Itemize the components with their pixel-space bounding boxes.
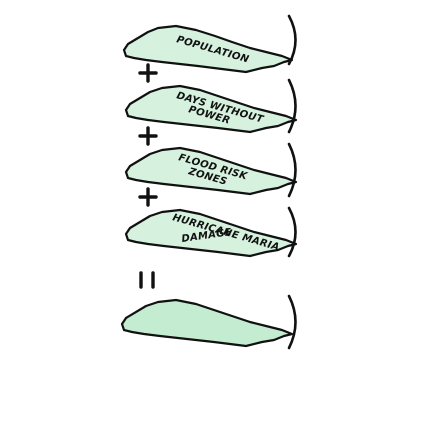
island-shape-result: [120, 298, 294, 348]
island-shape-hurricane-maria-damage: [124, 208, 298, 258]
layer-flood-risk-zones: FLOOD RISK ZONES: [124, 146, 298, 196]
parentheses-group: [287, 14, 297, 350]
parenthesis-1: [287, 14, 297, 66]
equals-operator: [139, 271, 155, 289]
plus-operator-2: [138, 126, 158, 146]
parenthesis-4: [287, 206, 297, 258]
plus-operator-1: [138, 63, 158, 83]
plus-operator-3: [138, 187, 158, 207]
island-shape-population: [122, 24, 294, 74]
parenthesis-2: [287, 78, 297, 134]
parenthesis-3: [287, 142, 297, 198]
result-layer: [120, 298, 294, 348]
layer-hurricane-maria-damage: HURRICANE MARIA DAMAGE: [124, 208, 298, 258]
layer-days-without-power: DAYS WITHOUT POWER: [124, 84, 298, 134]
island-shape-flood-risk-zones: [124, 146, 298, 196]
island-shape-days-without-power: [124, 84, 298, 134]
parenthesis-5: [287, 294, 297, 350]
